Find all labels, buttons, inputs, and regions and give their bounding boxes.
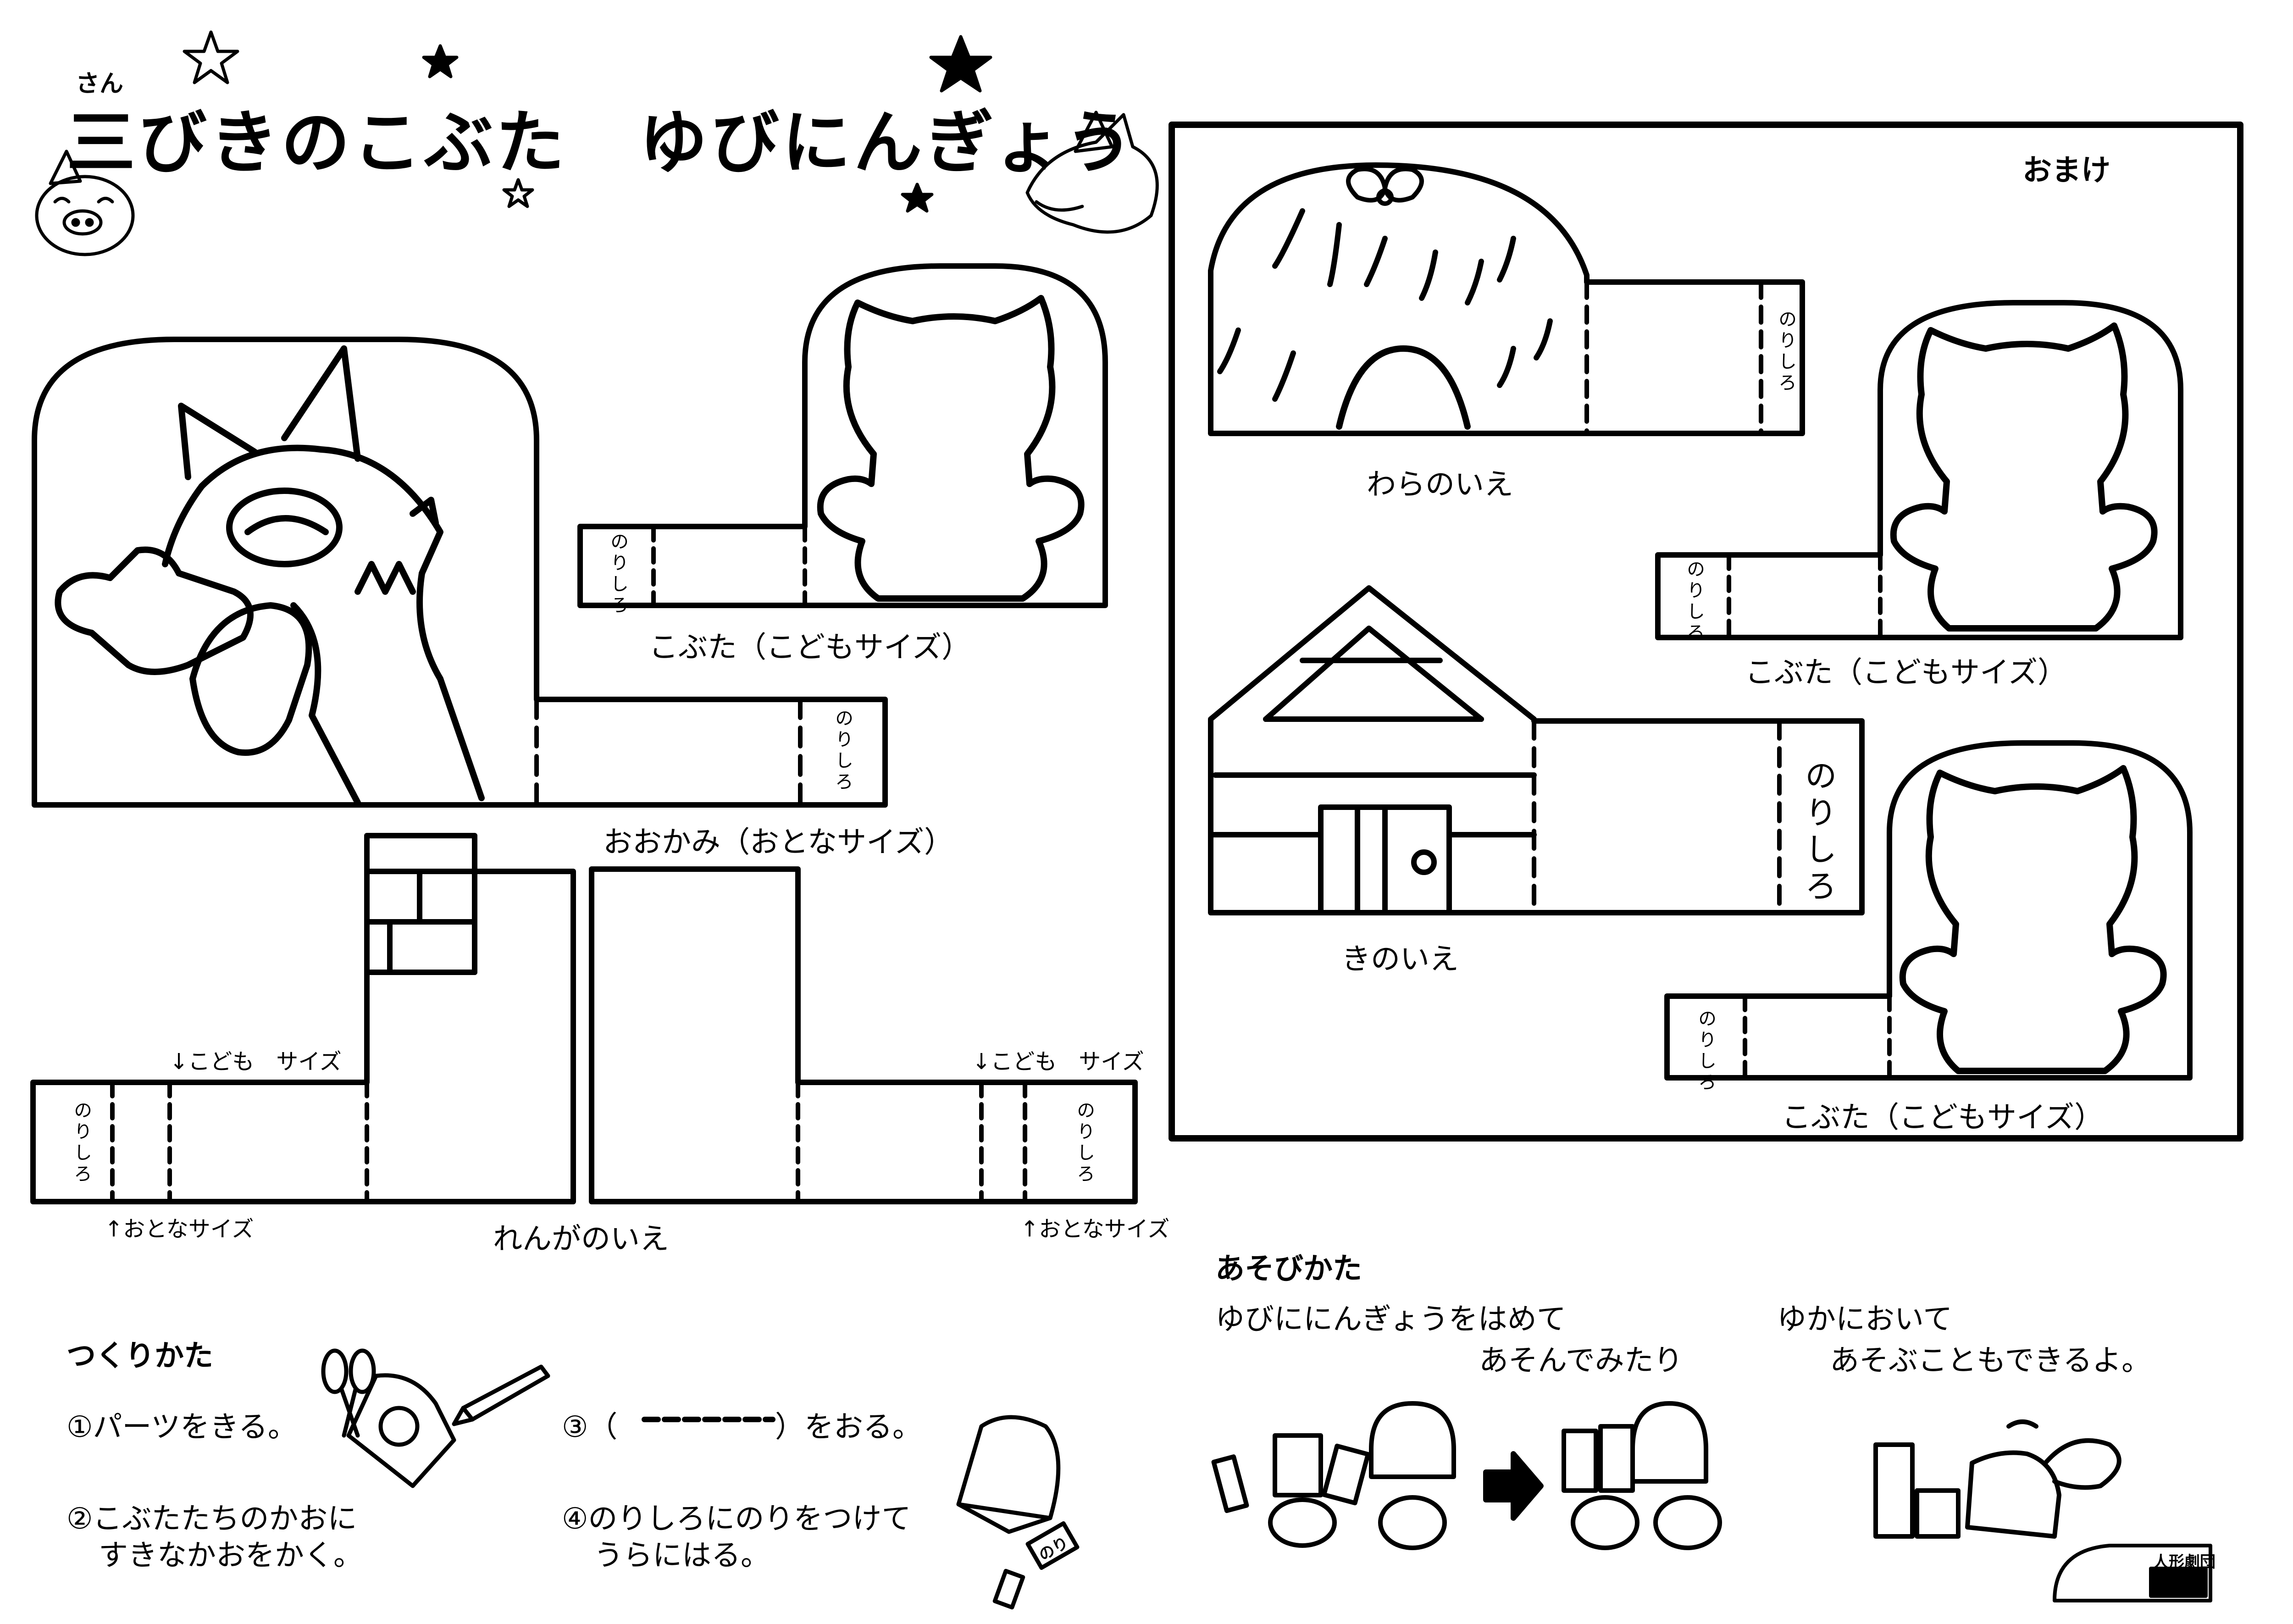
wolf-illustration bbox=[55, 345, 485, 806]
adult-size-marker: ↑おとなサイズ bbox=[1020, 1216, 1170, 1242]
star-icon bbox=[929, 35, 992, 93]
wood-house-part bbox=[1208, 585, 1865, 915]
play-text-line-1: ゆびににんぎょうをはめて bbox=[1215, 1303, 1566, 1336]
brick-house-label: れんがのいえ bbox=[493, 1222, 669, 1256]
bow-icon bbox=[1346, 166, 1424, 206]
star-icon bbox=[422, 44, 459, 78]
glue-tab-label: のりしろ bbox=[1800, 759, 1837, 906]
piglet-silhouette bbox=[817, 295, 1085, 602]
step-3-prefix: ③（ bbox=[562, 1410, 618, 1444]
child-size-marker: ↓こども サイズ bbox=[972, 1049, 1144, 1075]
play-text-line-2: あそんでみたり bbox=[1479, 1344, 1683, 1378]
step-4-line-1: ④のりしろにのりをつけて bbox=[562, 1502, 911, 1536]
piglet-puppet-part bbox=[577, 263, 1108, 608]
glue-tab-label: のりしろ bbox=[71, 1101, 92, 1185]
title-decorations bbox=[35, 30, 1159, 256]
bonus-piglet-part-2 bbox=[1664, 740, 2193, 1081]
title-ruby: さん bbox=[76, 70, 124, 98]
play-illustration-hands bbox=[1211, 1401, 1456, 1550]
piglet-part-label: こぶた（こどもサイズ） bbox=[649, 631, 971, 665]
play-illustration-floor bbox=[1873, 1419, 2121, 1539]
step-1: ①パーツをきる。 bbox=[66, 1410, 297, 1444]
brick-house-part bbox=[30, 833, 1138, 1204]
wolf-puppet-part bbox=[32, 337, 888, 808]
pencil-icon bbox=[452, 1364, 550, 1426]
step-2-line-2: すきなかおをかく。 bbox=[99, 1539, 363, 1573]
step-2-line-1: ②こぶたたちのかおに bbox=[66, 1502, 357, 1536]
star-icon bbox=[183, 30, 239, 84]
piglet-part-label: こぶた（こどもサイズ） bbox=[1782, 1101, 2104, 1135]
adult-size-marker: ↑おとなサイズ bbox=[105, 1216, 254, 1242]
glue-tab-label: のりしろ bbox=[832, 709, 853, 793]
piglet-silhouette bbox=[1890, 322, 2158, 632]
glue-tab-label: のりしろ bbox=[1684, 560, 1705, 644]
straw-house-label: わらのいえ bbox=[1367, 468, 1513, 502]
piglet-silhouette bbox=[1899, 765, 2167, 1074]
wolf-part-label: おおかみ（おとなサイズ） bbox=[603, 826, 954, 859]
step-3-suffix: ）をおる。 bbox=[775, 1410, 922, 1444]
piglet-card-icon bbox=[346, 1373, 456, 1488]
wood-house-label: きのいえ bbox=[1341, 942, 1459, 976]
bonus-heading: おまけ bbox=[2022, 154, 2110, 188]
play-text-line-3: ゆかにおいて bbox=[1777, 1303, 1953, 1336]
wolf-face-icon bbox=[1025, 111, 1159, 234]
scissors-icon bbox=[321, 1348, 376, 1438]
folded-puppet-icon bbox=[956, 1415, 1061, 1534]
troupe-logo-icon bbox=[2053, 1544, 2212, 1602]
play-text-line-4: あそぶこともできるよ。 bbox=[1830, 1344, 2151, 1378]
glue-tab-label: のりしろ bbox=[1775, 310, 1796, 394]
how-to-play-heading: あそびかた bbox=[1215, 1252, 1362, 1286]
glue-stick-icon bbox=[992, 1521, 1080, 1610]
glue-tab-label: のりしろ bbox=[1695, 1009, 1716, 1093]
star-icon bbox=[502, 178, 534, 208]
play-illustration-fingers bbox=[1562, 1401, 1722, 1550]
arrow-right-icon bbox=[1483, 1451, 1544, 1521]
glue-tab-label: のりしろ bbox=[607, 532, 628, 616]
pig-face-icon bbox=[35, 150, 135, 256]
page-title: 三びきのこぶた ゆびにんぎょう bbox=[66, 103, 1136, 183]
step-4-line-2: うらにはる。 bbox=[594, 1539, 770, 1573]
piglet-part-label: こぶた（こどもサイズ） bbox=[1745, 656, 2067, 690]
star-icon bbox=[901, 183, 934, 213]
bonus-frame bbox=[1169, 122, 2243, 1142]
glue-tab-label: のりしろ bbox=[1074, 1101, 1095, 1185]
how-to-make-heading: つくりかた bbox=[66, 1339, 213, 1373]
straw-house-part bbox=[1208, 162, 1805, 436]
troupe-signature: 人形劇団 bbox=[2153, 1553, 2215, 1571]
child-size-marker: ↓こども サイズ bbox=[170, 1049, 342, 1075]
bonus-piglet-part-1 bbox=[1655, 300, 2183, 640]
